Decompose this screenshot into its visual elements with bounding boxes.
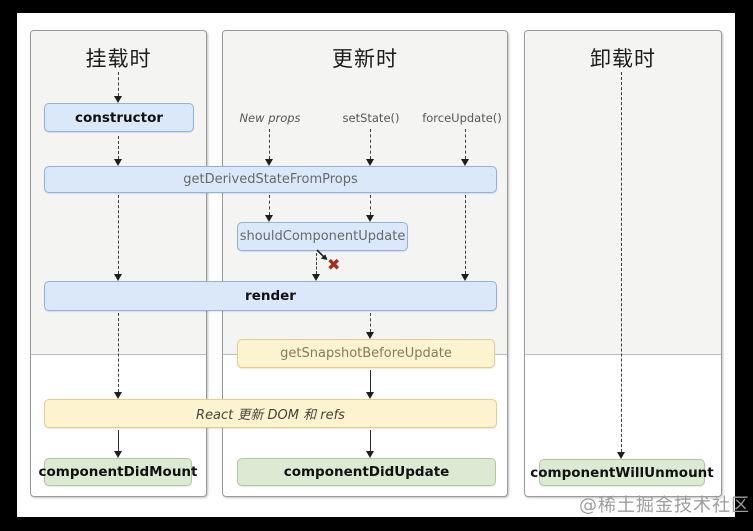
node-component-did-mount: componentDidMount: [39, 458, 198, 486]
arrow-forceupdate-to-getderived: [460, 129, 469, 166]
node-constructor: constructor: [44, 103, 194, 132]
render-phase-region-unmounting: [525, 31, 721, 355]
trigger-new-props: New props: [239, 111, 301, 125]
node-get-derived-state-from-props: getDerivedStateFromProps: [44, 166, 497, 193]
watermark: @稀土掘金技术社区: [579, 495, 750, 516]
trigger-set-state: setState(): [342, 111, 400, 125]
arrow-title-to-willunmount: [616, 72, 625, 459]
arrow-getderived-to-render-mounting: [113, 195, 122, 281]
arrow-title-to-constructor: [113, 72, 122, 103]
arrow-getsnapshot-to-reactupdates: [365, 370, 374, 399]
arrow-newprops-to-getderived: [264, 129, 273, 166]
arrow-shouldupdate-to-render: [311, 253, 320, 281]
column-title-unmounting: 卸载时: [590, 47, 656, 71]
node-component-did-update: componentDidUpdate: [237, 458, 496, 486]
trigger-force-update: forceUpdate(): [422, 111, 502, 125]
branch-arrow-to-stop: [316, 249, 328, 260]
column-title-mounting: 挂载时: [85, 47, 152, 71]
arrow-render-to-getsnapshot: [365, 313, 374, 339]
column-title-updating: 更新时: [332, 47, 398, 71]
arrow-render-to-reactupdates-mounting: [113, 313, 122, 399]
node-render: render: [44, 281, 497, 311]
arrow-reactupdates-to-didupdate: [365, 430, 374, 458]
node-should-component-update: shouldComponentUpdate: [237, 222, 408, 251]
arrow-getderived-to-shouldupdate-right: [365, 195, 374, 222]
arrow-reactupdates-to-didmount: [113, 430, 122, 458]
node-component-will-unmount: componentWillUnmount: [530, 459, 714, 486]
column-unmounting: 卸载时: [524, 30, 722, 497]
stop-x-icon: ✖: [327, 255, 341, 274]
arrow-constructor-to-getderived: [113, 136, 122, 166]
node-get-snapshot-before-update: getSnapshotBeforeUpdate: [237, 339, 495, 368]
arrow-forceupdate-bypass-to-render: [460, 195, 469, 281]
node-react-updates-dom: React 更新 DOM 和 refs: [44, 399, 497, 428]
arrow-getderived-to-shouldupdate-left: [264, 195, 273, 222]
arrow-setstate-to-getderived: [365, 129, 374, 166]
